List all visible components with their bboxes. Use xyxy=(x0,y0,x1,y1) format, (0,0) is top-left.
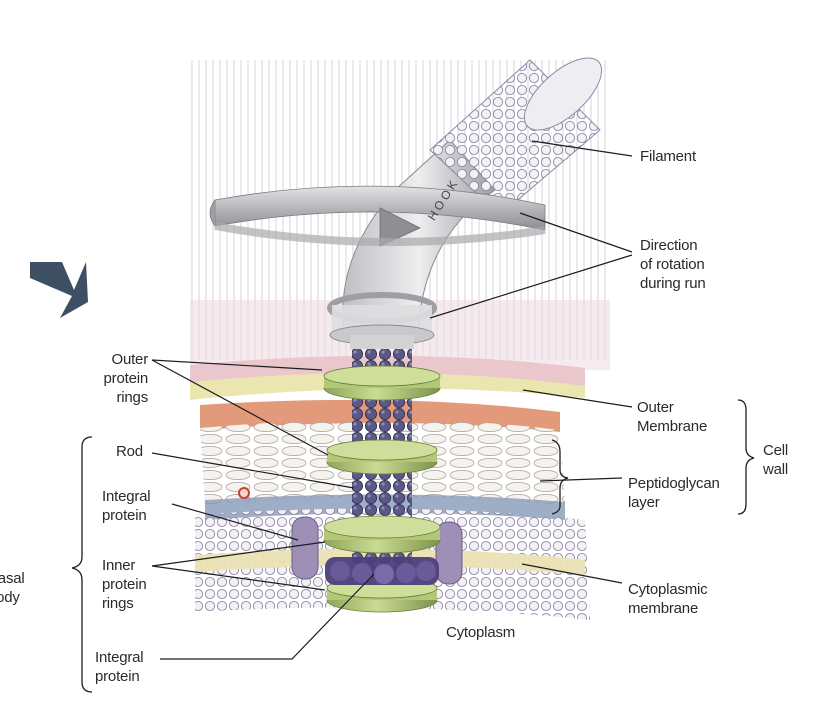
red-marker xyxy=(238,487,250,499)
cell-wall-brace xyxy=(737,399,755,515)
label-cytoplasm: Cytoplasm xyxy=(446,624,516,641)
label-integral-protein-bottom: Integral protein xyxy=(95,649,144,685)
leader-lines xyxy=(151,140,633,660)
integral-proteins xyxy=(291,516,463,585)
label-basal-body: Basal body xyxy=(0,550,50,626)
peptidoglycan-brace xyxy=(551,439,569,515)
braces xyxy=(71,399,755,693)
label-cell-wall: Cell wall xyxy=(763,442,789,478)
label-outer-protein-rings: Outer protein rings xyxy=(103,351,149,406)
protein-rings xyxy=(323,365,441,613)
pointer-arrow-icon xyxy=(30,262,88,318)
basal-body-brace xyxy=(71,436,93,693)
label-peptidoglycan-layer: Peptidoglycan layer xyxy=(628,475,720,511)
label-rod: Rod xyxy=(116,443,143,460)
label-basal-body-text: Basal body xyxy=(0,570,25,606)
label-filament: Filament xyxy=(640,148,696,165)
inner-ring-beads xyxy=(325,557,439,585)
label-inner-protein-rings: Inner protein rings xyxy=(102,557,147,612)
label-outer-membrane: Outer Membrane xyxy=(637,399,708,435)
rotation-arrow-icon xyxy=(209,185,546,247)
label-direction-of-rotation: Direction of rotation during run xyxy=(640,237,706,292)
label-cytoplasmic-membrane: Cytoplasmic membrane xyxy=(628,581,708,617)
label-integral-protein-top: Integral protein xyxy=(102,488,151,524)
